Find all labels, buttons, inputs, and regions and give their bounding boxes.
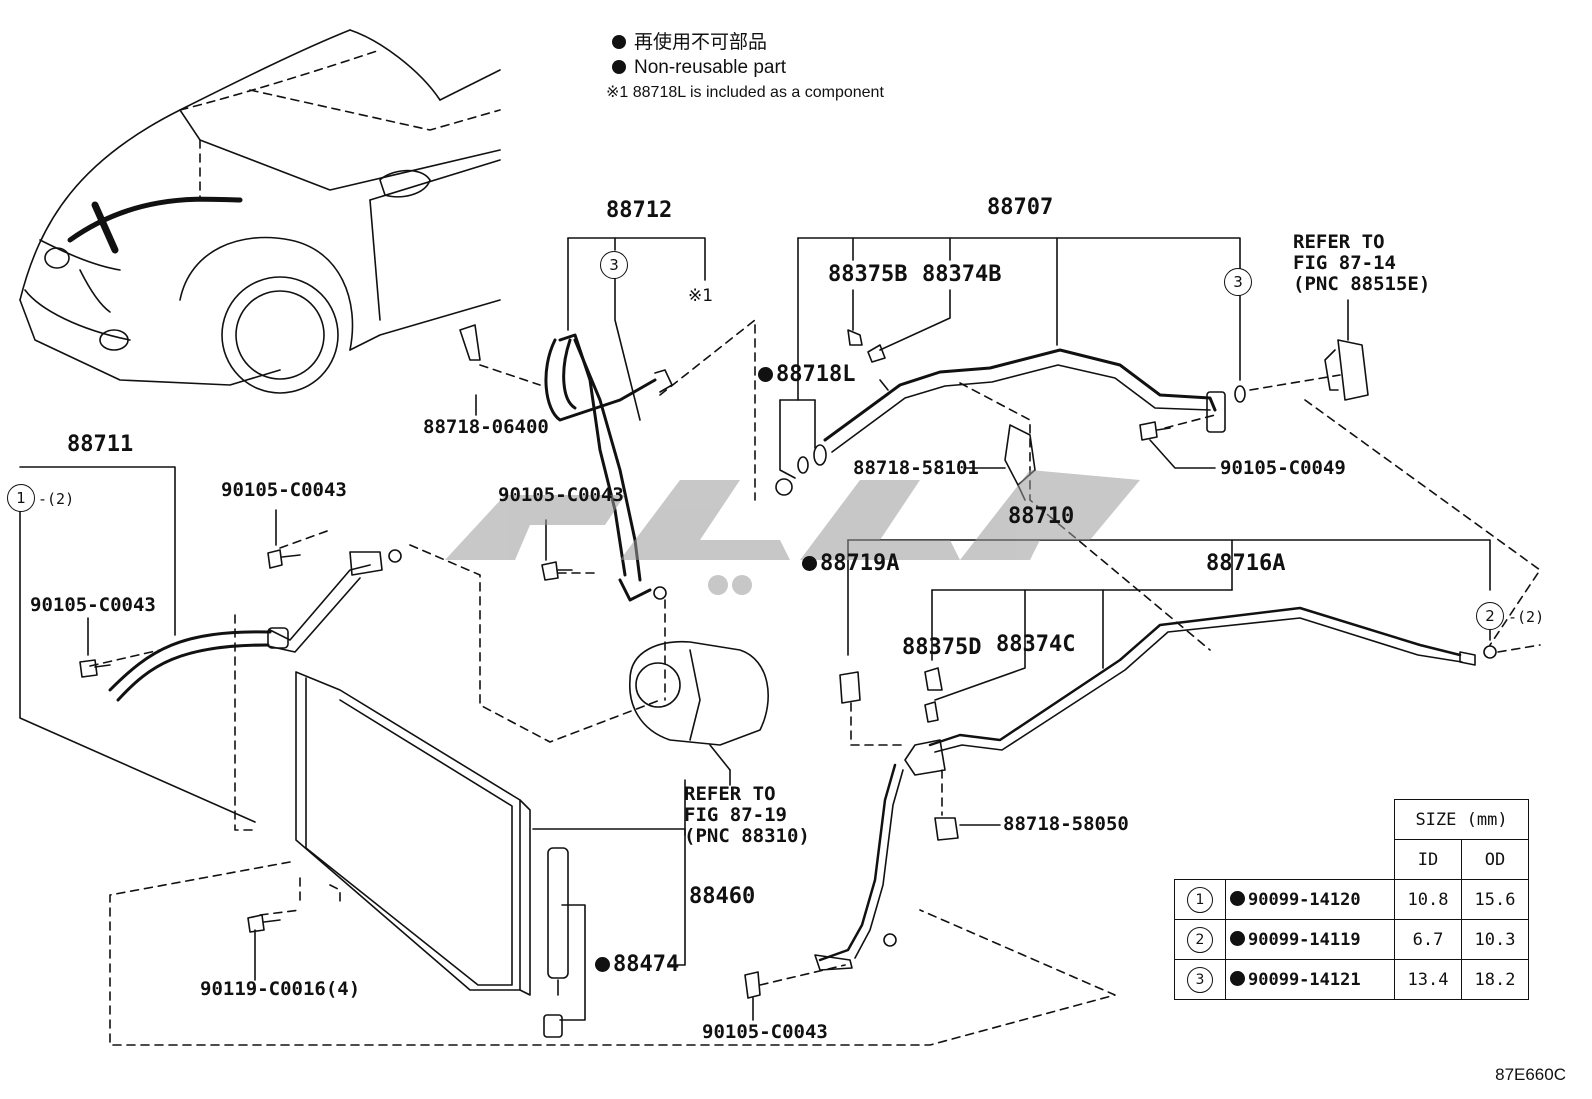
label-88718-06400: 88718-06400	[423, 416, 549, 438]
col-id: ID	[1394, 839, 1462, 880]
label-88374B: 88374B	[922, 262, 1002, 287]
condenser-88460	[109, 671, 1116, 1046]
callout-qty-1: -(2)	[38, 490, 75, 508]
watermark-logo	[445, 470, 1140, 595]
bullet-icon	[612, 60, 626, 74]
bullet-icon	[802, 556, 817, 571]
bullet-icon	[1230, 970, 1245, 986]
label-88718-58050: 88718-58050	[1003, 813, 1129, 835]
compressor	[629, 640, 769, 786]
legend: 再使用不可部品 Non-reusable part ※1 88718L is i…	[606, 30, 884, 105]
callout-circle-1: 1	[7, 484, 35, 512]
legend-note: ※1 88718L is included as a component	[606, 84, 884, 101]
table-row: 2 90099-14119 6.7 10.3	[1174, 919, 1529, 960]
callout-circle-3a: 3	[600, 251, 628, 279]
label-88375D: 88375D	[902, 635, 982, 660]
label-bolt-90119-C0016: 90119-C0016(4)	[200, 978, 361, 1000]
label-88374C: 88374C	[996, 632, 1076, 657]
bolts	[79, 421, 1216, 933]
bracket-lines-88711	[19, 466, 256, 831]
label-bolt-90105-C0043-a: 90105-C0043	[221, 479, 347, 501]
legend-en: Non-reusable part	[634, 57, 787, 78]
label-88375B: 88375B	[828, 262, 908, 287]
bullet-icon	[1230, 930, 1245, 946]
label-88712: 88712	[606, 198, 673, 223]
label-bolt-90105-C0043-d: 90105-C0043	[702, 1021, 828, 1043]
bullet-icon	[758, 367, 773, 382]
table-row: 1 90099-14120 10.8 15.6	[1174, 879, 1529, 920]
label-88718L: 88718L	[758, 364, 855, 386]
table-row: 3 90099-14121 13.4 18.2	[1174, 959, 1529, 1000]
hose-88712	[459, 237, 756, 701]
label-88474: 88474	[595, 954, 679, 976]
legend-jp: 再使用不可部品	[634, 32, 768, 53]
label-bolt-90105-C0043-c: 90105-C0043	[498, 484, 624, 506]
label-bolt-90105-C0043-b: 90105-C0043	[30, 594, 156, 616]
bullet-icon	[595, 957, 610, 972]
callout-qty-2: -(2)	[1508, 608, 1545, 626]
bullet-icon	[612, 35, 626, 49]
label-88716A: 88716A	[1206, 551, 1286, 576]
label-88718-58101: 88718-58101	[853, 457, 979, 479]
hose-88711	[89, 529, 661, 743]
hose-88707	[775, 237, 1541, 651]
label-88711: 88711	[67, 432, 134, 457]
callout-circle-3b: 3	[1224, 268, 1252, 296]
label-88719A: 88719A	[802, 553, 899, 575]
receiver-block	[1324, 299, 1369, 401]
leaders	[475, 394, 686, 836]
label-88707: 88707	[987, 195, 1054, 220]
bullet-icon	[1230, 890, 1245, 906]
label-bolt-90105-C0049: 90105-C0049	[1220, 457, 1346, 479]
label-88460: 88460	[689, 884, 756, 909]
o-ring-size-table: SIZE (mm) ID OD 1 90099-14120 10.8 15.6 …	[1174, 799, 1529, 1000]
size-header: SIZE (mm)	[1394, 799, 1529, 840]
figure-code: 87E660C	[1495, 1065, 1566, 1084]
label-ref-1: ※1	[688, 286, 714, 306]
car-illustration	[19, 29, 501, 394]
label-88710: 88710	[1008, 504, 1075, 529]
callout-circle-2: 2	[1476, 602, 1504, 630]
col-od: OD	[1461, 839, 1529, 880]
